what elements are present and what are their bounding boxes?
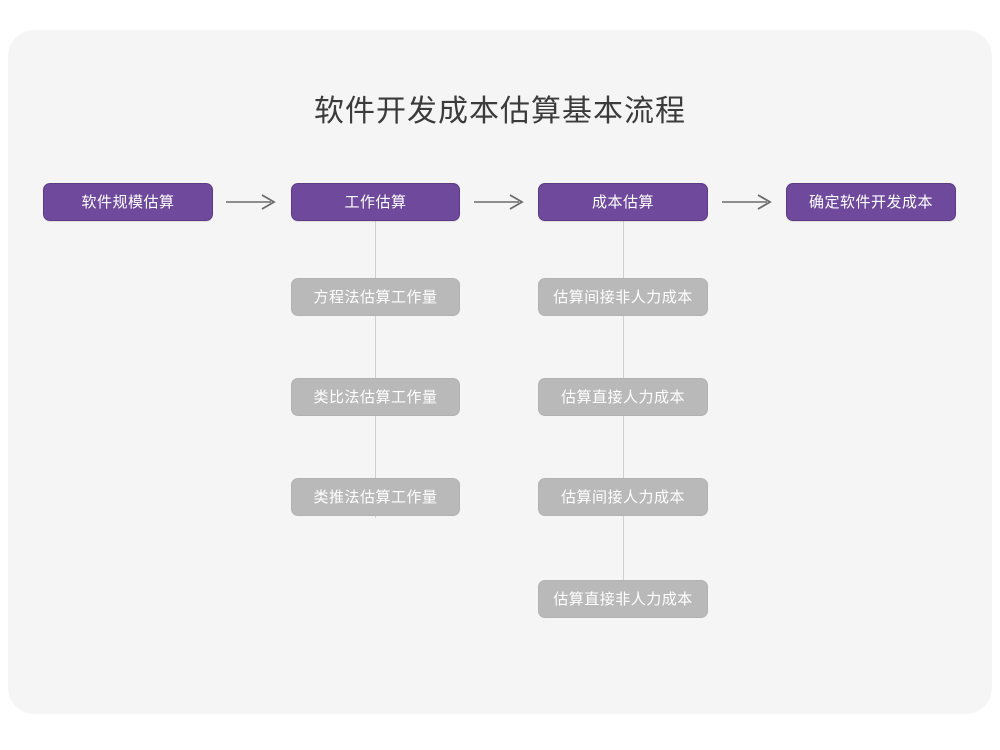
flow-node-step-3[interactable]: 成本估算 [538,183,708,221]
flow-subnode-label: 方程法估算工作量 [313,288,438,306]
flow-subnode-label: 估算间接非人力成本 [553,288,693,306]
flow-node-label: 成本估算 [591,193,654,211]
flow-node-label: 软件规模估算 [81,193,175,211]
flow-subnode-work-2[interactable]: 类比法估算工作量 [291,378,460,416]
flow-subnode-cost-2[interactable]: 估算直接人力成本 [538,378,708,416]
flow-subnode-work-3[interactable]: 类推法估算工作量 [291,478,460,516]
flow-subnode-label: 估算直接非人力成本 [553,590,693,608]
branch-line-cost [623,218,624,618]
flow-subnode-work-1[interactable]: 方程法估算工作量 [291,278,460,316]
flow-node-step-2[interactable]: 工作估算 [291,183,460,221]
page-title: 软件开发成本估算基本流程 [314,95,686,128]
flow-subnode-label: 估算间接人力成本 [560,488,685,506]
flow-node-step-4[interactable]: 确定软件开发成本 [786,183,956,221]
flow-subnode-label: 估算直接人力成本 [560,388,685,406]
arrow-step-2-to-step-3 [474,190,526,214]
branch-line-work [375,218,376,518]
flow-subnode-cost-1[interactable]: 估算间接非人力成本 [538,278,708,316]
flow-subnode-cost-4[interactable]: 估算直接非人力成本 [538,580,708,618]
diagram-card [8,30,992,714]
flow-subnode-label: 类推法估算工作量 [313,488,438,506]
flow-node-label: 工作估算 [344,193,407,211]
arrow-step-1-to-step-2 [226,190,278,214]
flow-node-step-1[interactable]: 软件规模估算 [43,183,213,221]
flow-node-label: 确定软件开发成本 [808,193,933,211]
flow-subnode-cost-3[interactable]: 估算间接人力成本 [538,478,708,516]
flow-subnode-label: 类比法估算工作量 [313,388,438,406]
arrow-step-3-to-step-4 [722,190,774,214]
